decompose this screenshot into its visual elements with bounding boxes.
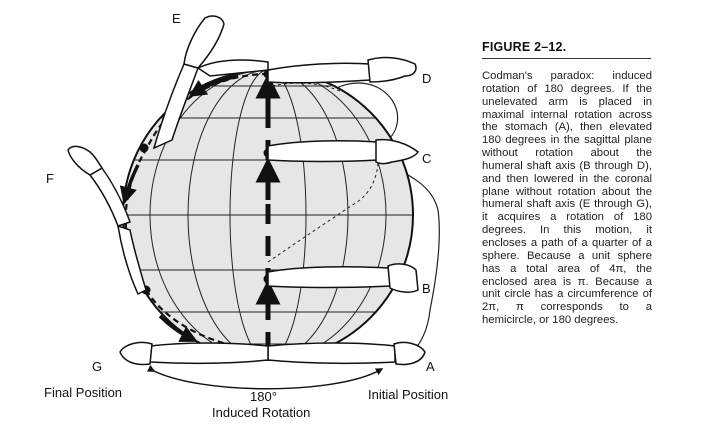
caption-divider bbox=[482, 58, 651, 59]
arm-position-b bbox=[267, 263, 419, 293]
initial-position-label: Initial Position bbox=[368, 387, 449, 402]
arm-position-c bbox=[267, 138, 420, 165]
rotation-arc bbox=[146, 364, 384, 390]
label-f: F bbox=[46, 171, 54, 186]
torso-outline bbox=[329, 82, 440, 356]
caption-body: Codman's paradox: induced rotation of 18… bbox=[482, 70, 652, 327]
label-g: G bbox=[92, 359, 103, 374]
arm-position-g bbox=[119, 341, 269, 366]
caption-title: FIGURE 2–12. bbox=[482, 40, 567, 54]
arm-position-e bbox=[152, 15, 269, 150]
final-position-label: Final Position bbox=[44, 385, 123, 400]
label-d: D bbox=[422, 71, 432, 86]
induced-rotation-label: Induced Rotation bbox=[212, 405, 311, 420]
label-b: B bbox=[422, 281, 431, 296]
arm-position-d bbox=[267, 56, 417, 84]
sphere-illustration bbox=[67, 15, 440, 390]
label-a: A bbox=[426, 359, 435, 374]
coronal-arrows bbox=[119, 74, 239, 342]
label-e: E bbox=[172, 11, 181, 26]
codman-paradox-figure: E D C F B G A Final Position Initial Pos… bbox=[44, 11, 449, 420]
arm-position-a bbox=[267, 341, 426, 366]
arm-position-f bbox=[67, 145, 147, 296]
label-c: C bbox=[422, 151, 432, 166]
chest-outline-dashed bbox=[267, 159, 379, 263]
angle-label: 180° bbox=[250, 389, 277, 404]
shoulder-outline-dashed bbox=[271, 82, 343, 93]
